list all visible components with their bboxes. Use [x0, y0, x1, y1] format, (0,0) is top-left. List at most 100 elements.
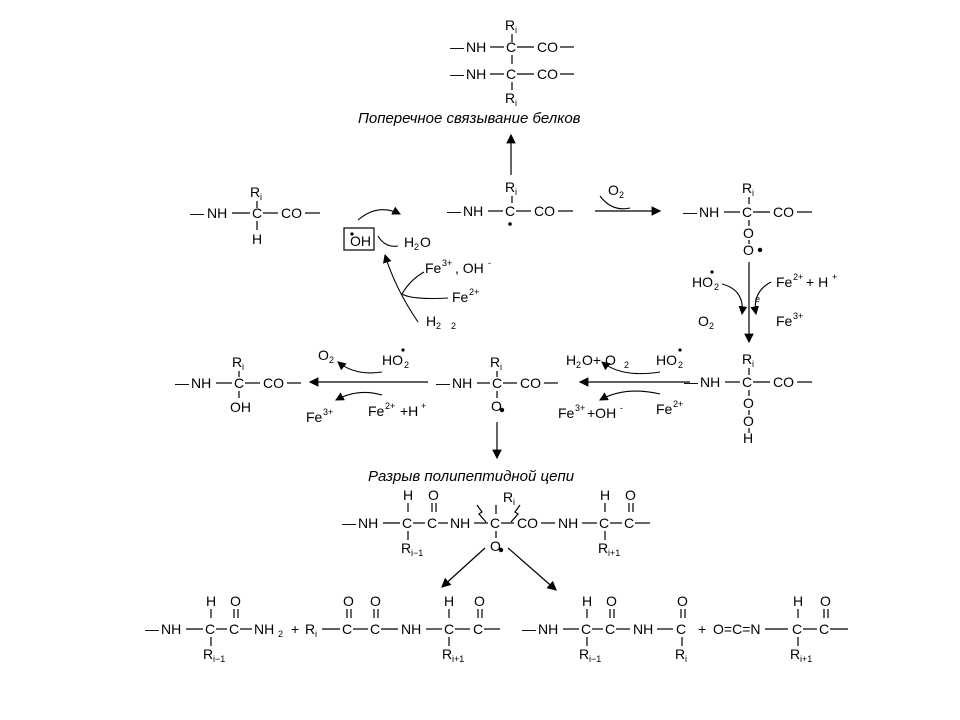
svg-text:C: C [492, 375, 502, 391]
svg-text:C: C [234, 375, 244, 391]
svg-text:2: 2 [678, 360, 683, 370]
svg-text:O: O [743, 413, 754, 429]
svg-text:2: 2 [451, 321, 456, 331]
arrow-path-2 [507, 547, 557, 591]
svg-text:C: C [605, 621, 615, 637]
svg-text:C: C [676, 621, 686, 637]
svg-text:CO: CO [534, 203, 555, 219]
svg-text:NH: NH [463, 203, 483, 219]
svg-text:—: — [342, 515, 356, 531]
svg-text:—: — [683, 204, 697, 220]
svg-text:C: C [229, 621, 239, 637]
svg-text:NH: NH [358, 515, 378, 531]
svg-text:R: R [442, 646, 452, 662]
svg-text:Fe: Fe [656, 401, 673, 417]
svg-text:CO: CO [537, 66, 558, 82]
svg-text:O: O [743, 242, 754, 258]
svg-text:Fe: Fe [306, 409, 323, 425]
svg-text:O: O [820, 593, 831, 609]
svg-text:C: C [599, 515, 609, 531]
svg-text:C: C [506, 39, 516, 55]
svg-text:e: e [755, 294, 760, 304]
svg-text:+: + [421, 401, 426, 411]
svg-text:C: C [252, 205, 262, 221]
svg-text:R: R [401, 540, 411, 556]
svg-text:Fe: Fe [776, 313, 793, 329]
svg-text:+OH: +OH [587, 405, 616, 421]
svg-text:H: H [600, 487, 610, 503]
svg-text:NH: NH [700, 374, 720, 390]
svg-text:2+: 2+ [385, 401, 395, 411]
svg-text:O: O [230, 593, 241, 609]
svg-text:R: R [305, 621, 315, 637]
svg-text:Fe: Fe [558, 405, 575, 421]
svg-text:O: O [743, 225, 754, 241]
svg-text:i−1: i−1 [589, 654, 601, 664]
svg-text:C: C [427, 515, 437, 531]
svg-text:CO: CO [281, 205, 302, 221]
svg-text:NH: NH [207, 205, 227, 221]
svg-text:—: — [522, 621, 536, 637]
svg-text:O: O [677, 593, 688, 609]
oh-radical-box: OH [343, 227, 375, 251]
svg-text:—: — [447, 203, 461, 219]
svg-text:—: — [450, 39, 464, 55]
svg-text:H: H [404, 234, 414, 250]
svg-text:CO: CO [520, 375, 541, 391]
svg-text:R: R [490, 354, 500, 370]
svg-text:+: + [698, 621, 706, 637]
svg-text:Fe: Fe [776, 274, 793, 290]
svg-text:H: H [206, 593, 216, 609]
svg-text:Fe: Fe [368, 403, 385, 419]
svg-text:i−1: i−1 [213, 654, 225, 664]
svg-text:i: i [515, 187, 517, 197]
svg-text:i−1: i−1 [411, 548, 423, 558]
svg-text:+: + [832, 272, 837, 282]
svg-text:C: C [581, 621, 591, 637]
svg-text:O: O [625, 487, 636, 503]
svg-text:O=C=N: O=C=N [713, 621, 760, 637]
svg-text:R: R [598, 540, 608, 556]
svg-text:2: 2 [714, 282, 719, 292]
caption-cleavage: Разрыв полипептидной цепи [368, 468, 575, 485]
svg-text:C: C [624, 515, 634, 531]
svg-text:C: C [505, 203, 515, 219]
svg-text:i: i [685, 654, 687, 664]
svg-text:H: H [566, 352, 576, 368]
svg-text:C: C [473, 621, 483, 637]
svg-text:C: C [402, 515, 412, 531]
svg-text:i+1: i+1 [608, 548, 620, 558]
svg-text:—: — [684, 374, 698, 390]
svg-text:C: C [792, 621, 802, 637]
svg-text:HO: HO [692, 274, 713, 290]
svg-text:HO: HO [382, 352, 403, 368]
svg-text:CO: CO [773, 204, 794, 220]
svg-text:H: H [582, 593, 592, 609]
svg-text:—: — [190, 205, 204, 221]
svg-text:i: i [513, 497, 515, 507]
svg-text:O: O [428, 487, 439, 503]
svg-text:+: + [291, 621, 299, 637]
svg-text:OH: OH [230, 399, 251, 415]
svg-text:Fe: Fe [452, 289, 469, 305]
svg-text:+ H: + H [806, 274, 828, 290]
svg-text:O: O [474, 593, 485, 609]
r-label: R [505, 17, 515, 33]
svg-text:NH: NH [161, 621, 181, 637]
svg-text:2: 2 [414, 242, 419, 252]
svg-text:Fe: Fe [425, 260, 442, 276]
svg-text:O: O [490, 538, 501, 554]
svg-text:H: H [252, 231, 262, 247]
svg-text:OH: OH [350, 233, 371, 249]
svg-text:3+: 3+ [575, 403, 585, 413]
svg-text:2: 2 [709, 321, 714, 331]
svg-text:2+: 2+ [793, 272, 803, 282]
svg-text:O: O [698, 313, 709, 329]
